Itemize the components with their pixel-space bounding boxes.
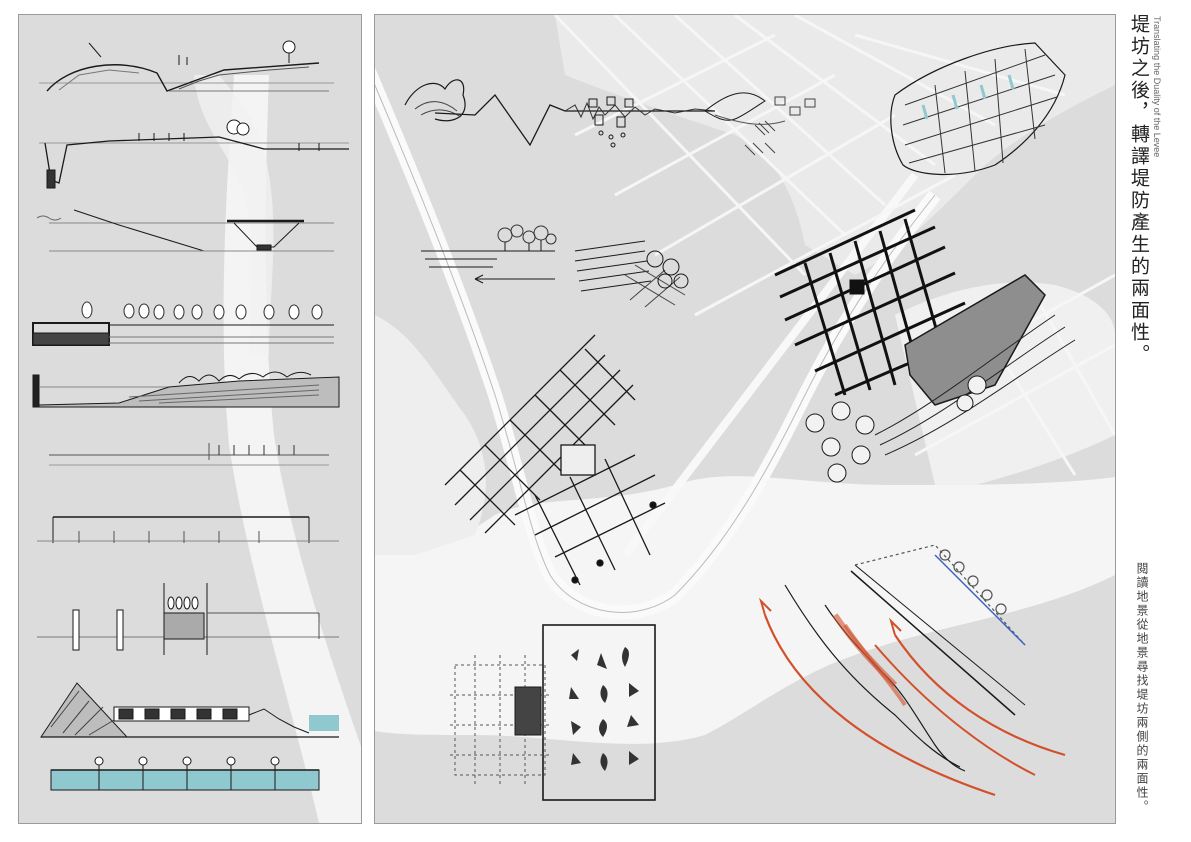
- title-chinese: 堤坊之後，轉譯堤防產生的兩面性。: [1128, 14, 1150, 366]
- field-sketch: [574, 240, 689, 308]
- note-chinese: 閱讀地景從地景尋找堤坊兩側的兩面性。: [1135, 562, 1149, 814]
- title-english: Translating the Duality of the Levee: [1152, 16, 1162, 158]
- leaf-grid-sketch: [450, 624, 656, 801]
- flow-sketch: [758, 544, 1066, 797]
- section-sketches: [32, 40, 361, 823]
- step-section-sketch: [421, 224, 557, 284]
- section-4: [32, 301, 334, 346]
- hatched-polygon: [904, 274, 1046, 406]
- section-8: [37, 583, 339, 655]
- section-10: [50, 756, 320, 791]
- circle-trees: [805, 375, 987, 483]
- section-3: [36, 209, 334, 252]
- section-6: [49, 443, 329, 466]
- site-map-panel: [374, 14, 1116, 824]
- section-9: [40, 682, 339, 738]
- section-sketch-panel: [18, 14, 362, 824]
- section-1: [39, 40, 334, 92]
- center-grid-sketch: [444, 334, 666, 586]
- levee-block-sketch: [890, 42, 1066, 175]
- section-5: [32, 371, 340, 408]
- wave-section-sketch: [404, 79, 816, 156]
- site-map: [375, 15, 1115, 801]
- section-7: [37, 516, 339, 543]
- section-2: [39, 119, 349, 189]
